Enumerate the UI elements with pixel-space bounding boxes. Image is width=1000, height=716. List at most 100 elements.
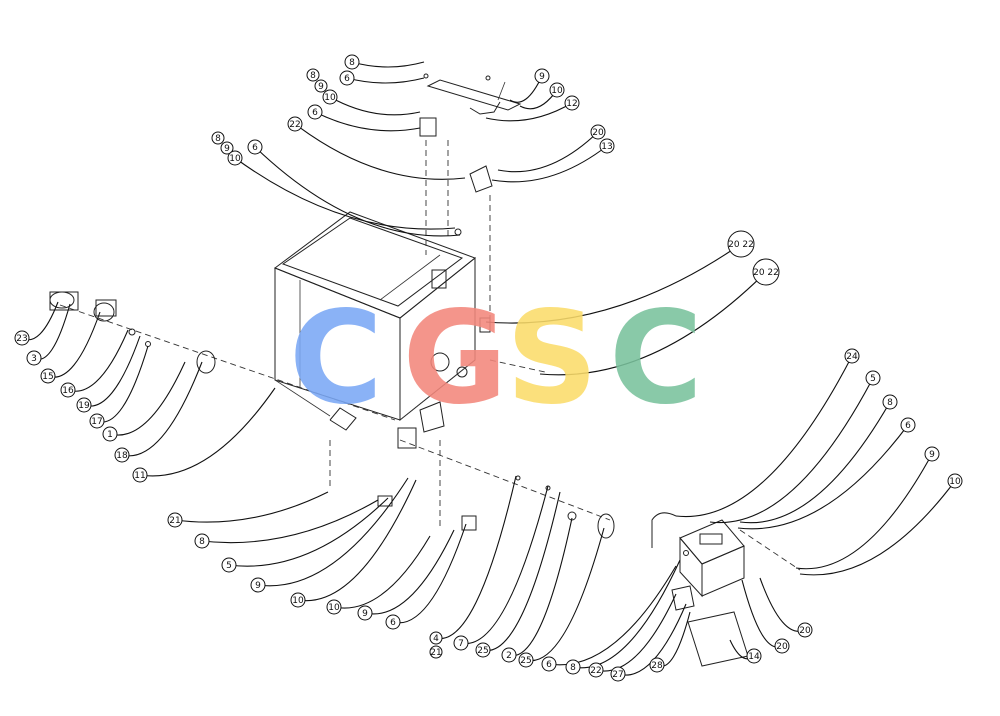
callout-circle <box>220 141 234 155</box>
callout-circle <box>610 666 626 682</box>
callout-c-9e: 9 <box>250 577 266 593</box>
callout-number: 8 <box>349 58 355 68</box>
leader-line-c-17 <box>96 345 149 423</box>
leader-line-c-11 <box>139 387 276 477</box>
callout-circle <box>250 577 266 593</box>
callout-number: 6 <box>344 74 350 84</box>
callout-c-10a: 10 <box>322 89 338 105</box>
callout-c-22a: 22 <box>287 116 303 132</box>
coupler <box>93 302 115 322</box>
callout-number: 9 <box>255 581 261 591</box>
callout-number: 6 <box>546 660 552 670</box>
callout-c-10b: 10 <box>549 82 565 98</box>
callout-c-15: 15 <box>40 368 56 384</box>
callout-number: 10 <box>324 93 336 103</box>
callout-number: 21 <box>169 516 180 526</box>
callout-c-9b: 9 <box>534 68 550 84</box>
callout-number: 8 <box>199 537 205 547</box>
leader-line-c-5a <box>709 377 874 524</box>
callout-c-20a: 20 <box>590 124 606 140</box>
latch-plate <box>671 585 695 611</box>
callout-number: 17 <box>91 417 102 427</box>
callout-circle <box>167 512 183 528</box>
bottom-support-plate <box>419 401 445 433</box>
callout-c-20b: 20 <box>774 638 790 654</box>
callout-c-17: 17 <box>89 413 105 429</box>
callout-circle <box>287 116 303 132</box>
callout-number: 2 <box>506 651 512 661</box>
callout-number: 8 <box>887 398 893 408</box>
callout-number: 9 <box>929 450 935 460</box>
callout-c-2: 2 <box>501 647 517 663</box>
callout-circle <box>865 370 881 386</box>
leader-line-c-1 <box>109 361 186 436</box>
callout-circle <box>565 659 581 675</box>
leader-line-c-15 <box>47 311 101 378</box>
coupler-flange <box>95 299 117 317</box>
callout-circle <box>534 68 550 84</box>
callout-c-18: 18 <box>114 447 130 463</box>
callout-circle <box>774 638 790 654</box>
leader-line-c-2022b <box>539 271 767 376</box>
bottom-front-edge <box>274 379 331 417</box>
leader-line-c-19 <box>83 335 141 407</box>
callout-c-9f: 9 <box>357 605 373 621</box>
nut <box>145 341 151 347</box>
handle-pin <box>497 81 506 101</box>
callout-circle <box>306 68 320 82</box>
callout-c-27: 27 <box>610 666 626 682</box>
callout-c-6b: 6 <box>307 104 323 120</box>
callout-circle <box>60 382 76 398</box>
side-port-hole-small <box>456 366 468 378</box>
callout-c-1: 1 <box>102 426 118 442</box>
callout-number: 8 <box>570 663 576 673</box>
callout-circle <box>924 446 940 462</box>
leader-line-c-13 <box>491 145 608 183</box>
callout-c-3: 3 <box>26 350 42 366</box>
leader-line-c-18 <box>121 361 203 457</box>
callout-number: 5 <box>870 374 876 384</box>
leader-line-c-9f <box>364 529 455 615</box>
callout-number: 1 <box>107 430 113 440</box>
leader-line-c-22b <box>595 593 677 672</box>
callout-number: 21 <box>430 648 441 658</box>
callout-number: 4 <box>433 634 439 644</box>
callout-c-9a: 9 <box>314 79 328 93</box>
leader-line-c-10e <box>297 479 417 602</box>
callout-c-25a: 25 <box>475 642 491 658</box>
main-cabinet <box>273 211 491 449</box>
callout-c-20c: 20 <box>797 622 813 638</box>
callout-number: 10 <box>229 154 241 164</box>
callout-c-23: 23 <box>14 330 30 346</box>
callout-number: 8 <box>310 71 316 81</box>
callout-c-28: 28 <box>649 657 665 673</box>
callout-number: 3 <box>31 354 37 364</box>
cabinet-top-inner-panel <box>281 217 464 307</box>
callout-number: 5 <box>226 561 232 571</box>
callout-c-21b: 21 <box>429 645 443 659</box>
hinge-screw <box>454 228 462 236</box>
knob <box>597 513 615 539</box>
callout-number: 19 <box>78 401 90 411</box>
watermark-letter-2: S <box>506 284 598 433</box>
callout-number: 20 <box>799 626 811 636</box>
callout-circle <box>76 397 92 413</box>
leader-line-c-20a <box>497 131 599 173</box>
callout-c-25b: 25 <box>518 652 534 668</box>
callout-c-8a: 8 <box>344 54 360 70</box>
callout-circle <box>541 656 557 672</box>
callout-c-10f: 10 <box>326 599 342 615</box>
leader-line-c-9e <box>257 477 409 587</box>
leader-line-c-6f <box>548 565 677 666</box>
callout-circle <box>429 631 443 645</box>
callout-circle <box>385 614 401 630</box>
callout-c-8d: 8 <box>882 394 898 410</box>
guide-left-axis <box>59 304 396 421</box>
leader-line-c-8a <box>351 61 425 68</box>
callout-c-19: 19 <box>76 397 92 413</box>
leader-line-c-4 <box>435 475 517 640</box>
leader-line-c-6c <box>254 146 461 237</box>
leader-line-c-8f <box>572 559 681 669</box>
callout-circle <box>599 138 615 154</box>
callout-circle <box>339 70 355 86</box>
